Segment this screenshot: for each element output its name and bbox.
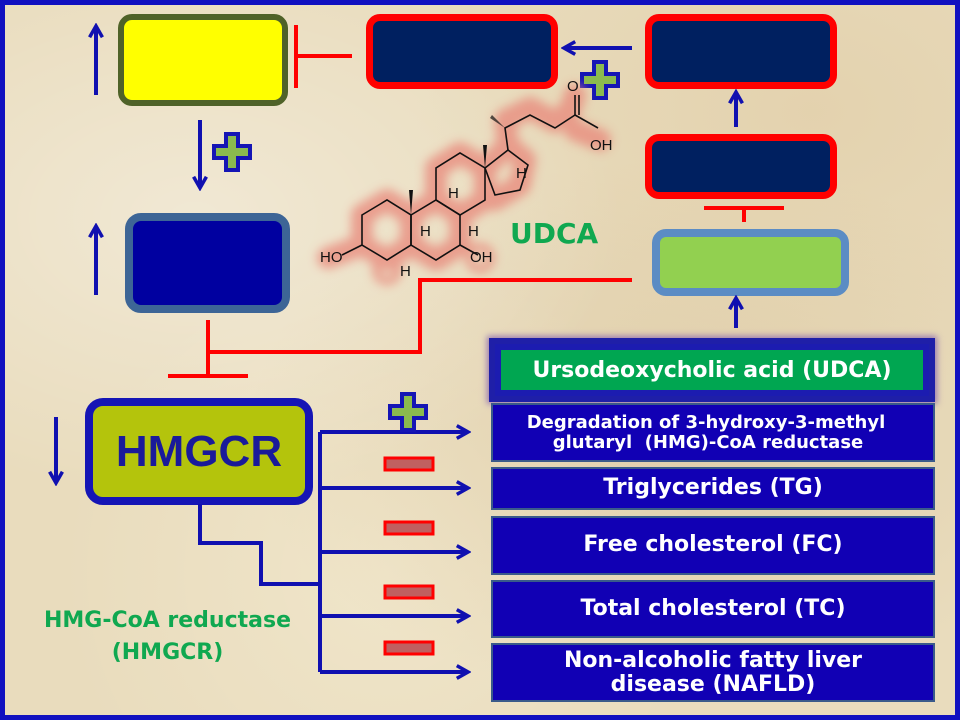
hmgcr-caption: HMG-CoA reductase (HMGCR) bbox=[25, 605, 310, 669]
hmgcr-label: HMGCR bbox=[115, 426, 283, 476]
outcome-line2: glutaryl (HMG)-CoA reductase bbox=[552, 431, 864, 453]
hmgcr-box: HMGCR bbox=[85, 398, 313, 505]
plus-icon bbox=[388, 392, 428, 432]
atom-label-oh: OH bbox=[590, 137, 613, 154]
navy-node-top-middle bbox=[366, 14, 558, 89]
udca-molecule-label: UDCA bbox=[510, 217, 599, 250]
inhibition-bar-icon bbox=[206, 278, 632, 354]
udca-box-inner: Ursodeoxycholic acid (UDCA) bbox=[501, 350, 923, 390]
atom-label-oh: OH bbox=[470, 249, 493, 266]
hmgcr-branch-connector bbox=[198, 432, 468, 672]
outcome-box-total-cholesterol: Total cholesterol (TC) bbox=[491, 580, 935, 638]
outcome-line1: Degradation of 3-hydroxy-3-methyl bbox=[526, 411, 886, 433]
hmgcr-caption-line2: (HMGCR) bbox=[111, 639, 224, 665]
outcome-box-triglycerides: Triglycerides (TG) bbox=[491, 467, 935, 510]
inhibition-bar-icon bbox=[168, 352, 248, 378]
hmgcr-caption-line1: HMG-CoA reductase bbox=[43, 608, 292, 633]
atom-label-h: H bbox=[468, 223, 479, 240]
outcome-label: Triglycerides (TG) bbox=[603, 475, 823, 501]
atom-label-h: H bbox=[448, 185, 459, 202]
navy-node-top-right bbox=[645, 14, 837, 89]
blue-node-box bbox=[125, 213, 290, 313]
outcome-box-free-cholesterol: Free cholesterol (FC) bbox=[491, 516, 935, 575]
inhibition-bar-icon bbox=[294, 25, 352, 88]
atom-label-ho: HO bbox=[320, 249, 343, 266]
outcome-box-nafld: Non-alcoholic fatty liver disease (NAFLD… bbox=[491, 643, 935, 702]
plus-icon bbox=[580, 60, 620, 100]
outcome-label: Free cholesterol (FC) bbox=[583, 532, 843, 558]
inhibition-bar-icon bbox=[704, 206, 784, 222]
atom-label-h: H bbox=[400, 263, 411, 280]
yellow-node-box bbox=[118, 14, 288, 106]
minus-icon bbox=[383, 520, 435, 536]
green-node-box bbox=[652, 229, 849, 296]
navy-node-middle-right bbox=[645, 134, 837, 199]
atom-label-o: O bbox=[567, 78, 579, 95]
outcome-line1: Non-alcoholic fatty liver bbox=[563, 648, 863, 674]
udca-box-label: Ursodeoxycholic acid (UDCA) bbox=[532, 357, 892, 383]
minus-icon bbox=[383, 584, 435, 600]
outcome-line2: disease (NAFLD) bbox=[610, 671, 816, 697]
plus-icon bbox=[212, 132, 252, 172]
udca-box: Ursodeoxycholic acid (UDCA) bbox=[489, 338, 935, 402]
minus-icon bbox=[383, 456, 435, 472]
diagram-connectors: O OH H H H H HO OH H bbox=[5, 5, 784, 715]
outcome-box-hmgcr-degradation: Degradation of 3-hydroxy-3-methyl glutar… bbox=[491, 403, 935, 462]
udca-molecule-structure: O OH H H H H HO OH H bbox=[317, 78, 613, 285]
atom-label-h: H bbox=[516, 165, 527, 182]
minus-icon bbox=[383, 640, 435, 656]
outcome-label: Total cholesterol (TC) bbox=[580, 595, 846, 621]
atom-label-h: H bbox=[420, 223, 431, 240]
